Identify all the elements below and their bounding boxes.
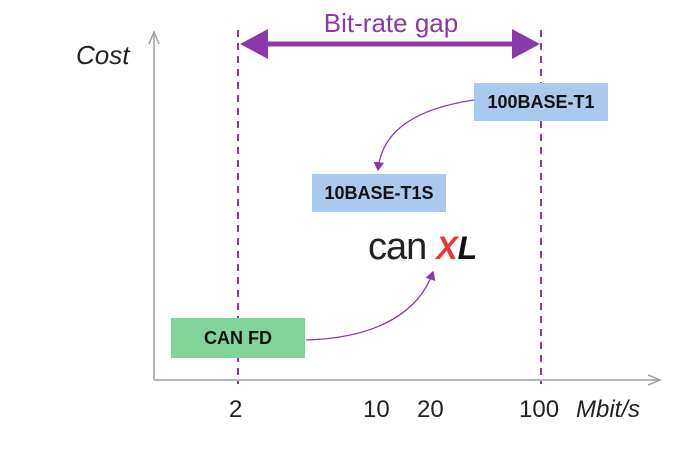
box-can-fd: CAN FD	[171, 318, 305, 358]
bitrate-gap-label: Bit-rate gap	[323, 8, 459, 38]
can-xl-logo-can: can	[368, 226, 427, 268]
box-10base-t1s: 10BASE-T1S	[312, 174, 446, 212]
can-xl-logo-l: L	[457, 230, 478, 266]
tick-label-20: 20	[417, 396, 444, 423]
tick-label-100: 100	[519, 396, 560, 423]
can-xl-logo-x: X	[436, 230, 458, 266]
arrow-canfd-to-canxl	[305, 270, 436, 341]
y-axis-arrowhead	[148, 30, 160, 45]
box-100base-t1: 100BASE-T1	[474, 83, 608, 121]
can-xl-logo: can XL	[368, 226, 477, 268]
x-axis-unit: Mbit/s	[576, 396, 641, 423]
tick-label-10: 10	[363, 396, 390, 423]
arrow-100base-to-10base	[373, 99, 475, 172]
x-axis-arrowhead	[647, 374, 662, 386]
can-xl-logo-xl: XL	[436, 230, 477, 267]
y-axis-label: Cost	[76, 40, 130, 70]
tick-label-2: 2	[229, 396, 243, 423]
gap-arrowhead-right	[512, 29, 540, 59]
gap-arrowhead-left	[240, 29, 268, 59]
